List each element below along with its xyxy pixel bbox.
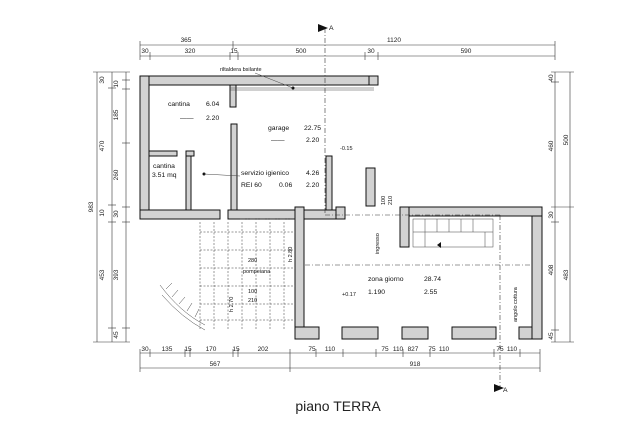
section-label-top: A — [329, 25, 334, 32]
dim-right: 408 — [548, 264, 555, 275]
annotation-stair-100: 100 — [248, 289, 257, 295]
annotations: riltaldera bsilante -0.15 +0.17 ingresso… — [220, 67, 519, 322]
dim-top-seg: 30 — [141, 48, 149, 55]
pompeiana-grid — [199, 222, 295, 330]
dim-bottom-seg: 170 — [206, 346, 217, 353]
dim-bottom-seg: 202 — [258, 346, 269, 353]
room-rei: REI 60 — [241, 182, 262, 189]
dim-bottom-seg: 827 — [408, 346, 419, 353]
dim-right: 45 — [548, 332, 555, 340]
room-dash: —— — [180, 115, 194, 122]
dim-left: 10 — [99, 209, 106, 217]
room-area: 4.26 — [306, 170, 319, 177]
dim-left: 10 — [113, 80, 120, 88]
annotation-angolo-cottura: angolo cottura — [513, 286, 519, 322]
section-label-bottom: A — [503, 387, 508, 394]
room-servizio: servizio igienico 4.26 REI 60 0.06 2.20 — [241, 170, 319, 189]
dim-bottom-seg: 110 — [439, 346, 450, 353]
dimension-text-left: 30 10 185 470 260 10 30 453 393 45 983 — [88, 76, 120, 339]
room-area: 3.51 mq — [152, 172, 177, 179]
dim-bottom-overall-right: 918 — [410, 361, 421, 368]
annotation-level-garage: -0.15 — [340, 146, 353, 152]
annotation-door-100: 100 — [381, 196, 387, 205]
dim-right-overall: 500 — [563, 134, 570, 145]
dim-left: 453 — [99, 269, 106, 280]
dim-bottom-seg: 30 — [141, 346, 149, 353]
dim-left: 45 — [113, 331, 120, 339]
dim-top-seg: 500 — [296, 48, 307, 55]
room-garage: garage 22.75 —— 2.20 — [268, 125, 321, 144]
dim-left: 393 — [113, 269, 120, 280]
dim-bottom-seg: 135 — [162, 346, 173, 353]
dim-right: 30 — [548, 211, 555, 219]
room-height: 2.20 — [306, 137, 319, 144]
dim-left-overall: 983 — [88, 201, 95, 212]
dim-right-overall: 483 — [563, 269, 570, 280]
room-name: garage — [268, 125, 289, 132]
dim-left: 260 — [113, 169, 120, 180]
room-name: servizio igienico — [241, 170, 289, 177]
room-height: 2.20 — [206, 115, 219, 122]
dim-right: 40 — [548, 74, 555, 82]
room-area: 28.74 — [424, 276, 441, 283]
dim-left: 185 — [113, 109, 120, 120]
room-height: 2.55 — [424, 289, 437, 296]
room-height: 2.20 — [306, 182, 319, 189]
dim-top-overall-left: 365 — [181, 37, 192, 44]
annotation-stair-280: 280 — [248, 258, 257, 264]
room-zona-giorno: zona giorno 28.74 1.190 2.55 — [368, 276, 441, 296]
room-area: 22.75 — [304, 125, 321, 132]
dimension-text-bottom: 30 135 15 170 15 202 75 110 75 110 827 7… — [141, 346, 517, 368]
dimension-text-top: 365 1120 30 320 15 500 30 590 — [141, 37, 471, 55]
dim-bottom-seg: 15 — [232, 346, 240, 353]
room-cantina-1: cantina 6.04 —— 2.20 — [168, 101, 219, 122]
section-line: A A — [318, 24, 508, 394]
dim-bottom-seg: 75 — [381, 346, 389, 353]
annotation-h-right: h 2.80 — [288, 247, 294, 262]
dim-bottom-seg: 75 — [308, 346, 316, 353]
dim-left: 30 — [99, 76, 106, 84]
dim-left: 30 — [113, 210, 120, 218]
annotation-pompeiana: pompeiana — [243, 269, 271, 275]
dim-bottom-seg: 110 — [393, 346, 404, 353]
exterior-stair — [159, 282, 206, 331]
dim-top-seg: 590 — [461, 48, 472, 55]
dim-top-seg: 320 — [185, 48, 196, 55]
annotation-ribaltabile: riltaldera bsilante — [220, 67, 262, 73]
dim-bottom-seg: 110 — [507, 346, 518, 353]
walls — [139, 75, 543, 340]
interior-stair — [412, 218, 494, 248]
dim-bottom-seg: 110 — [325, 346, 336, 353]
annotation-level-living: +0.17 — [342, 292, 356, 298]
dim-bottom-overall-left: 567 — [210, 361, 221, 368]
dim-bottom-seg: 75 — [428, 346, 436, 353]
plan-title: piano TERRA — [295, 398, 381, 414]
room-name: zona giorno — [368, 276, 404, 283]
room-dash: —— — [271, 137, 285, 144]
dimension-lines — [93, 41, 574, 372]
dim-top-seg: 30 — [367, 48, 375, 55]
annotation-ingresso: ingresso — [375, 233, 381, 254]
dim-top-seg: 15 — [230, 48, 238, 55]
room-name: cantina — [168, 101, 190, 108]
room-ratio: 1.190 — [368, 289, 385, 296]
annotation-h-left: h 2.70 — [229, 297, 235, 312]
dim-top-overall-right: 1120 — [387, 37, 401, 44]
dimension-text-right: 40 460 30 408 45 500 483 — [548, 74, 570, 340]
annotation-door-210: 210 — [388, 196, 394, 205]
dim-right: 460 — [548, 140, 555, 151]
dim-bottom-seg: 15 — [184, 346, 192, 353]
dim-left: 470 — [99, 140, 106, 151]
room-name: cantina — [153, 163, 175, 170]
room-cantina-2: cantina 3.51 mq — [152, 163, 177, 179]
annotation-stair-210: 210 — [248, 298, 257, 304]
room-ratio: 0.06 — [279, 182, 292, 189]
room-area: 6.04 — [206, 101, 219, 108]
